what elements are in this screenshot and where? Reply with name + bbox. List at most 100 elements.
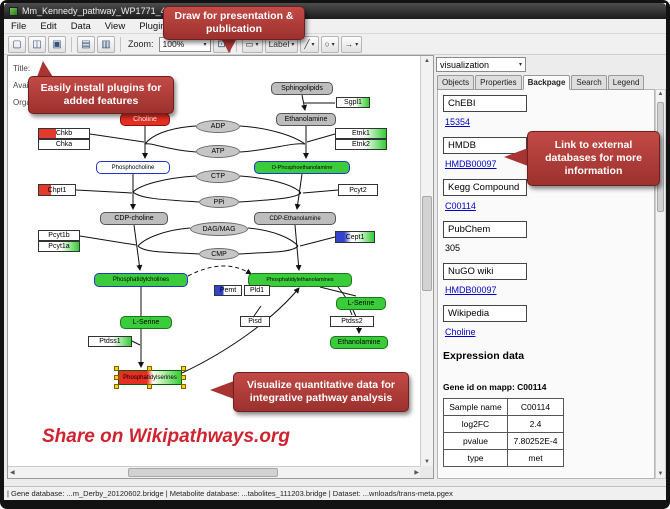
toolbar-separator — [120, 36, 121, 52]
visualization-dropdown[interactable]: visualization ▾ — [436, 57, 526, 72]
selection-handle[interactable] — [181, 366, 186, 371]
selection-handle[interactable] — [181, 384, 186, 389]
pathway-node[interactable]: L-Serine — [336, 297, 386, 310]
pathway-node[interactable]: Chpt1 — [38, 184, 76, 196]
pathway-node[interactable]: ADP — [196, 120, 240, 133]
pathway-node[interactable]: Pcyt1a — [38, 241, 80, 252]
pathway-node[interactable]: CDP-Ethanolamine — [254, 212, 336, 225]
visualization-dropdown-value: visualization — [440, 59, 490, 70]
pathway-node[interactable]: Ethanolamine — [276, 113, 336, 126]
expression-table-cell: 7.80252E-4 — [507, 432, 564, 450]
scrollbar-thumb[interactable] — [128, 468, 278, 477]
tab-objects[interactable]: Objects — [437, 75, 475, 90]
backpage-link[interactable]: HMDB00097 — [445, 285, 497, 295]
pathway-node[interactable]: DAG/MAG — [190, 222, 248, 236]
pathway-canvas[interactable]: Title:Availability:Organism: Sphingolipi… — [7, 55, 434, 479]
canvas-vertical-scrollbar[interactable]: ▲ ▼ — [420, 56, 433, 467]
backpage-link[interactable]: HMDB00097 — [445, 159, 497, 169]
pathway-node[interactable]: Chkb — [38, 128, 90, 139]
connector-tool-icon[interactable]: →▾ — [340, 35, 363, 53]
pathway-node[interactable]: Pisd — [240, 316, 270, 327]
pathway-node[interactable]: Pcyt2 — [338, 184, 378, 196]
pathway-node[interactable]: Ptdss2 — [330, 316, 374, 327]
menu-file[interactable]: File — [11, 20, 27, 32]
pathway-node[interactable]: Pld1 — [244, 285, 270, 296]
copy-icon[interactable]: ▤ — [77, 35, 95, 53]
menu-view[interactable]: View — [104, 20, 126, 32]
pathway-node[interactable]: PPi — [199, 196, 239, 208]
open-file-icon[interactable]: ◫ — [28, 35, 46, 53]
chevron-down-icon: ▾ — [255, 41, 259, 48]
pathway-node[interactable]: Etnk1 — [335, 128, 387, 139]
selection-handle[interactable] — [114, 366, 119, 371]
line-tool-icon[interactable]: ╱▾ — [300, 35, 319, 53]
expression-table-cell: Sample name — [443, 398, 508, 416]
expression-table-cell: 2.4 — [507, 415, 564, 433]
pathway-node[interactable]: Phosphatidylethanolamines — [248, 273, 352, 287]
selection-handle[interactable] — [114, 374, 119, 380]
pathway-node[interactable]: ATP — [196, 145, 240, 158]
scroll-down-icon[interactable]: ▼ — [424, 459, 430, 465]
pathway-node[interactable]: Choline — [120, 113, 170, 126]
pathway-node[interactable]: Chka — [38, 139, 90, 150]
pathway-node[interactable]: CTP — [196, 170, 240, 183]
pathway-node[interactable]: CDP-choline — [100, 212, 168, 225]
scroll-up-icon[interactable]: ▲ — [657, 91, 664, 97]
callout-draw: Draw for presentation & publication — [163, 6, 305, 40]
scroll-down-icon[interactable]: ▼ — [657, 471, 664, 477]
pathway-node[interactable]: Ethanolamine — [330, 336, 388, 349]
title-bar[interactable]: Mm_Kennedy_pathway_WP1771_45176.gpml — [4, 3, 666, 19]
pathway-node[interactable]: Cept1 — [335, 231, 375, 243]
backpage-link[interactable]: 15354 — [445, 117, 471, 127]
pathway-node[interactable]: Sphingolipids — [271, 82, 333, 95]
save-file-icon[interactable]: ▣ — [48, 35, 66, 53]
callout-arrow-icon — [210, 381, 234, 399]
pathway-node[interactable]: Phosphocholine — [96, 161, 170, 174]
backpage-link[interactable]: C00114 — [445, 201, 476, 211]
pathway-node[interactable]: Pcyt1b — [38, 230, 80, 241]
menu-plugins[interactable]: Plugins — [139, 20, 171, 32]
expression-data-heading: Expression data — [443, 350, 525, 362]
callout-arrow-icon — [37, 61, 53, 77]
tab-legend[interactable]: Legend — [607, 75, 645, 90]
selection-handle[interactable] — [181, 374, 186, 380]
new-file-icon[interactable]: ▢ — [8, 35, 26, 53]
pathway-node[interactable]: Sgpl1 — [336, 97, 370, 108]
toolbar: ▢◫▣▤▥Zoom:100%▾⊡▭▾Label▾╱▾○▾→▾ — [4, 34, 666, 55]
tab-backpage[interactable]: Backpage — [522, 75, 571, 90]
expression-table-cell: log2FC — [443, 415, 508, 433]
pathway-node[interactable]: Pemt — [214, 285, 242, 296]
pathway-node[interactable]: CMP — [199, 248, 239, 260]
pathway-node[interactable]: Phosphatidylserines — [118, 370, 182, 385]
shape-tool-icon[interactable]: ○▾ — [320, 35, 339, 53]
pathway-node[interactable]: Phosphatidylcholines — [94, 273, 188, 287]
callout-visualize: Visualize quantitative data for integrat… — [233, 372, 409, 412]
menu-bar: FileEditDataViewPluginsHelp — [4, 19, 666, 34]
tab-search[interactable]: Search — [571, 75, 607, 90]
backpage-header-nugo-wiki: NuGO wiki — [443, 263, 527, 280]
selection-handle[interactable] — [114, 384, 119, 389]
pathway-node[interactable]: Ptdss1 — [88, 336, 132, 347]
tab-properties[interactable]: Properties — [475, 75, 522, 90]
callout-arrow-icon — [221, 38, 237, 53]
scrollbar-thumb[interactable] — [422, 196, 432, 291]
menu-edit[interactable]: Edit — [40, 20, 57, 32]
pathway-node[interactable]: O-Phosphoethanolamine — [254, 161, 350, 174]
canvas-horizontal-scrollbar[interactable]: ◀ ▶ — [8, 466, 421, 478]
window-title: Mm_Kennedy_pathway_WP1771_45176.gpml — [22, 6, 208, 16]
paste-icon[interactable]: ▥ — [97, 35, 115, 53]
selection-handle[interactable] — [147, 366, 152, 371]
backpage-link[interactable]: Choline — [445, 327, 476, 337]
menu-data[interactable]: Data — [70, 20, 91, 32]
selection-handle[interactable] — [147, 384, 152, 389]
scroll-up-icon[interactable]: ▲ — [424, 58, 430, 64]
expression-table-cell: met — [507, 449, 564, 467]
pathway-node[interactable]: Etnk2 — [335, 139, 387, 150]
pathway-node[interactable]: L-Serine — [120, 316, 172, 329]
scroll-right-icon[interactable]: ▶ — [414, 470, 419, 476]
scroll-left-icon[interactable]: ◀ — [10, 470, 15, 476]
